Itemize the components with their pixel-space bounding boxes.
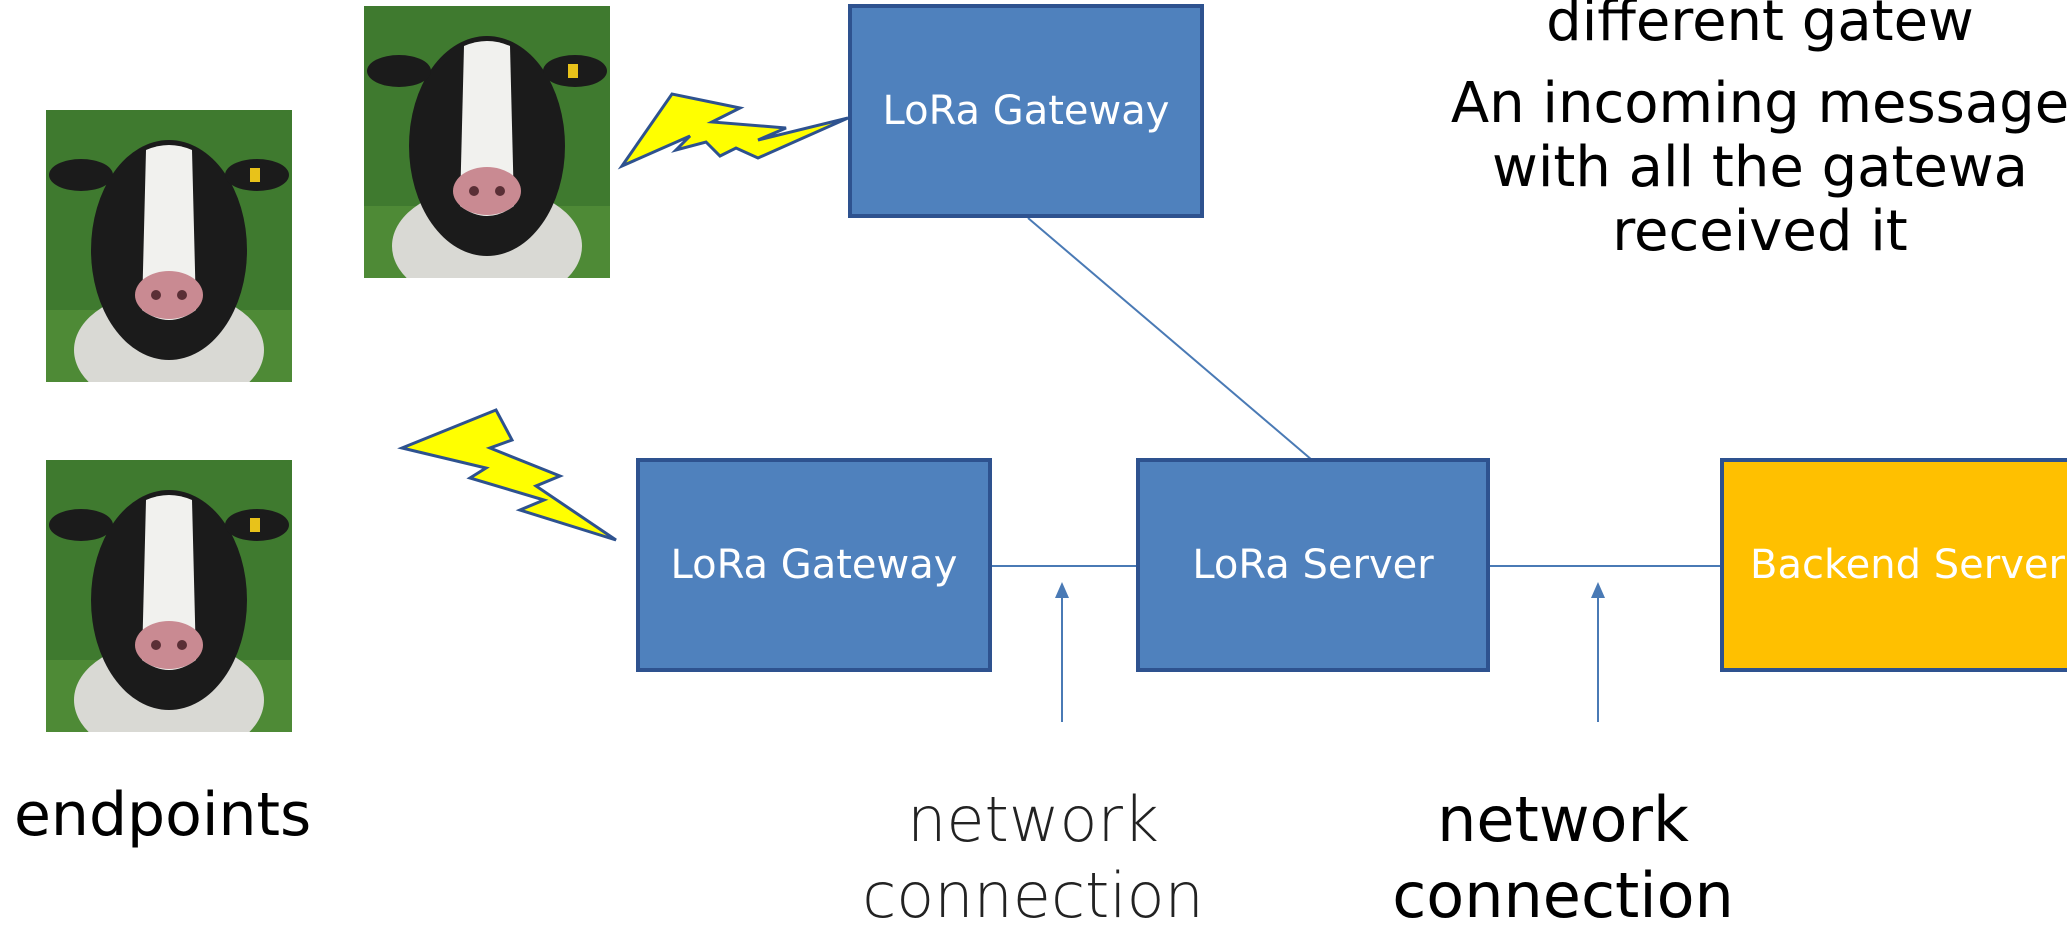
lora-gateway-bottom-label: LoRa Gateway [670,542,958,588]
notes-text-block: different gatew An incoming message with… [1400,0,2067,264]
caption-line: connection [862,859,1204,932]
lora-gateway-bottom-node: LoRa Gateway [636,458,992,672]
lora-server-node: LoRa Server [1136,458,1490,672]
lora-gateway-top-node: LoRa Gateway [848,4,1204,218]
notes-line: An incoming message [1450,71,2067,136]
lightning-bolt-icon [617,92,849,170]
network-connection-caption-1: network connection [860,782,1206,934]
caption-line: network [907,783,1159,856]
connector-gateway-top-server [1027,217,1313,461]
lightning-bolt-icon [397,408,617,542]
notes-line: different gatew [1546,0,1974,54]
backend-server-label: Backend Server [1750,542,2065,588]
cow-photo [364,6,610,278]
arrow-network-connection-1 [1055,582,1069,722]
lora-server-label: LoRa Server [1192,542,1434,588]
cow-photo [46,460,292,732]
notes-line: received it [1612,199,1908,264]
cow-photo [46,110,292,382]
notes-line: with all the gatewa [1492,135,2028,200]
backend-server-node: Backend Server [1720,458,2067,672]
caption-line: network [1437,783,1689,856]
network-connection-caption-2: network connection [1390,782,1736,934]
lora-gateway-top-label: LoRa Gateway [882,88,1170,134]
arrow-network-connection-2 [1591,582,1605,722]
caption-line: connection [1392,859,1734,932]
endpoints-caption: endpoints [14,780,312,850]
